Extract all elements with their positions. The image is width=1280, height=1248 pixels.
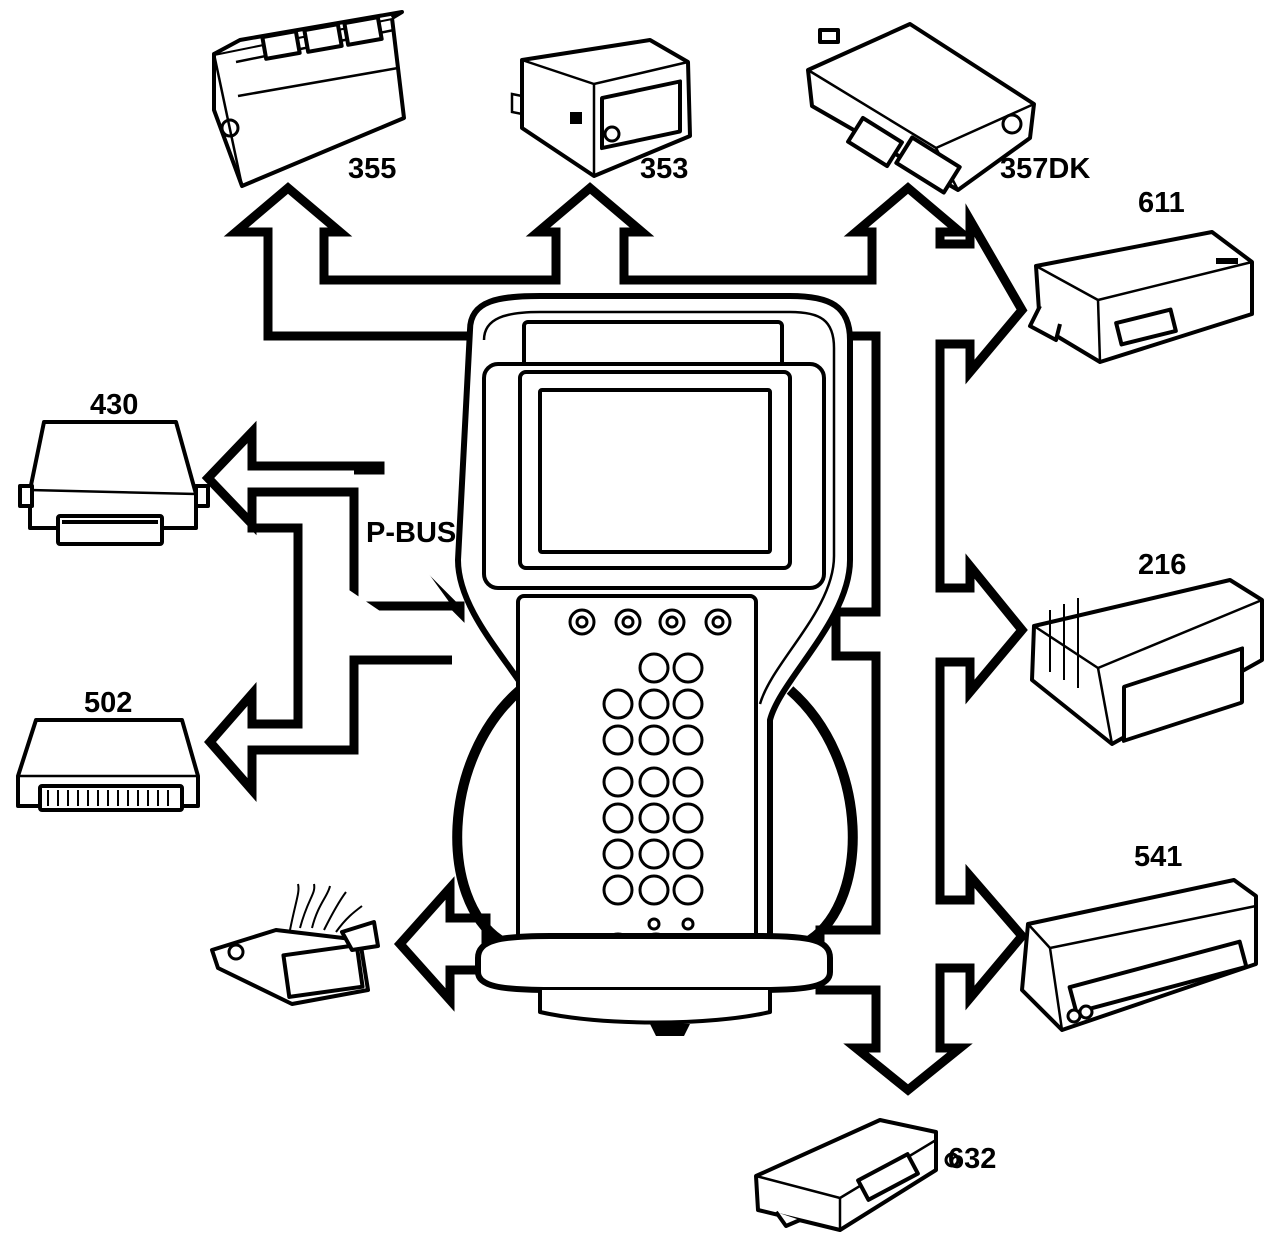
module-502-icon	[16, 718, 200, 812]
label-502: 502	[84, 687, 132, 719]
label-632: 632	[948, 1143, 996, 1175]
arrow-to-502	[204, 523, 452, 802]
label-355: 355	[348, 153, 396, 185]
label-357DK: 357DK	[1000, 153, 1090, 185]
obd-connector-icon	[210, 883, 380, 1006]
module-611-icon	[1028, 230, 1254, 364]
label-430: 430	[90, 389, 138, 421]
module-355-icon	[212, 10, 406, 188]
label-611: 611	[1138, 187, 1185, 219]
module-541-icon	[1020, 878, 1258, 1032]
bus-arrows	[201, 182, 1028, 1096]
module-430-icon	[18, 420, 210, 546]
module-632-icon	[754, 1118, 960, 1232]
scan-tool-icon	[452, 293, 858, 1036]
module-216-icon	[1030, 578, 1264, 746]
label-541: 541	[1134, 841, 1182, 873]
pbus-trunk	[201, 420, 452, 611]
label-353: 353	[640, 153, 688, 185]
arrow-to-355	[223, 182, 1028, 1096]
label-216: 216	[1138, 549, 1186, 581]
module-357DK-icon	[806, 22, 1036, 195]
pbus-label: P-BUS	[366, 517, 456, 549]
module-353-icon	[510, 38, 692, 178]
